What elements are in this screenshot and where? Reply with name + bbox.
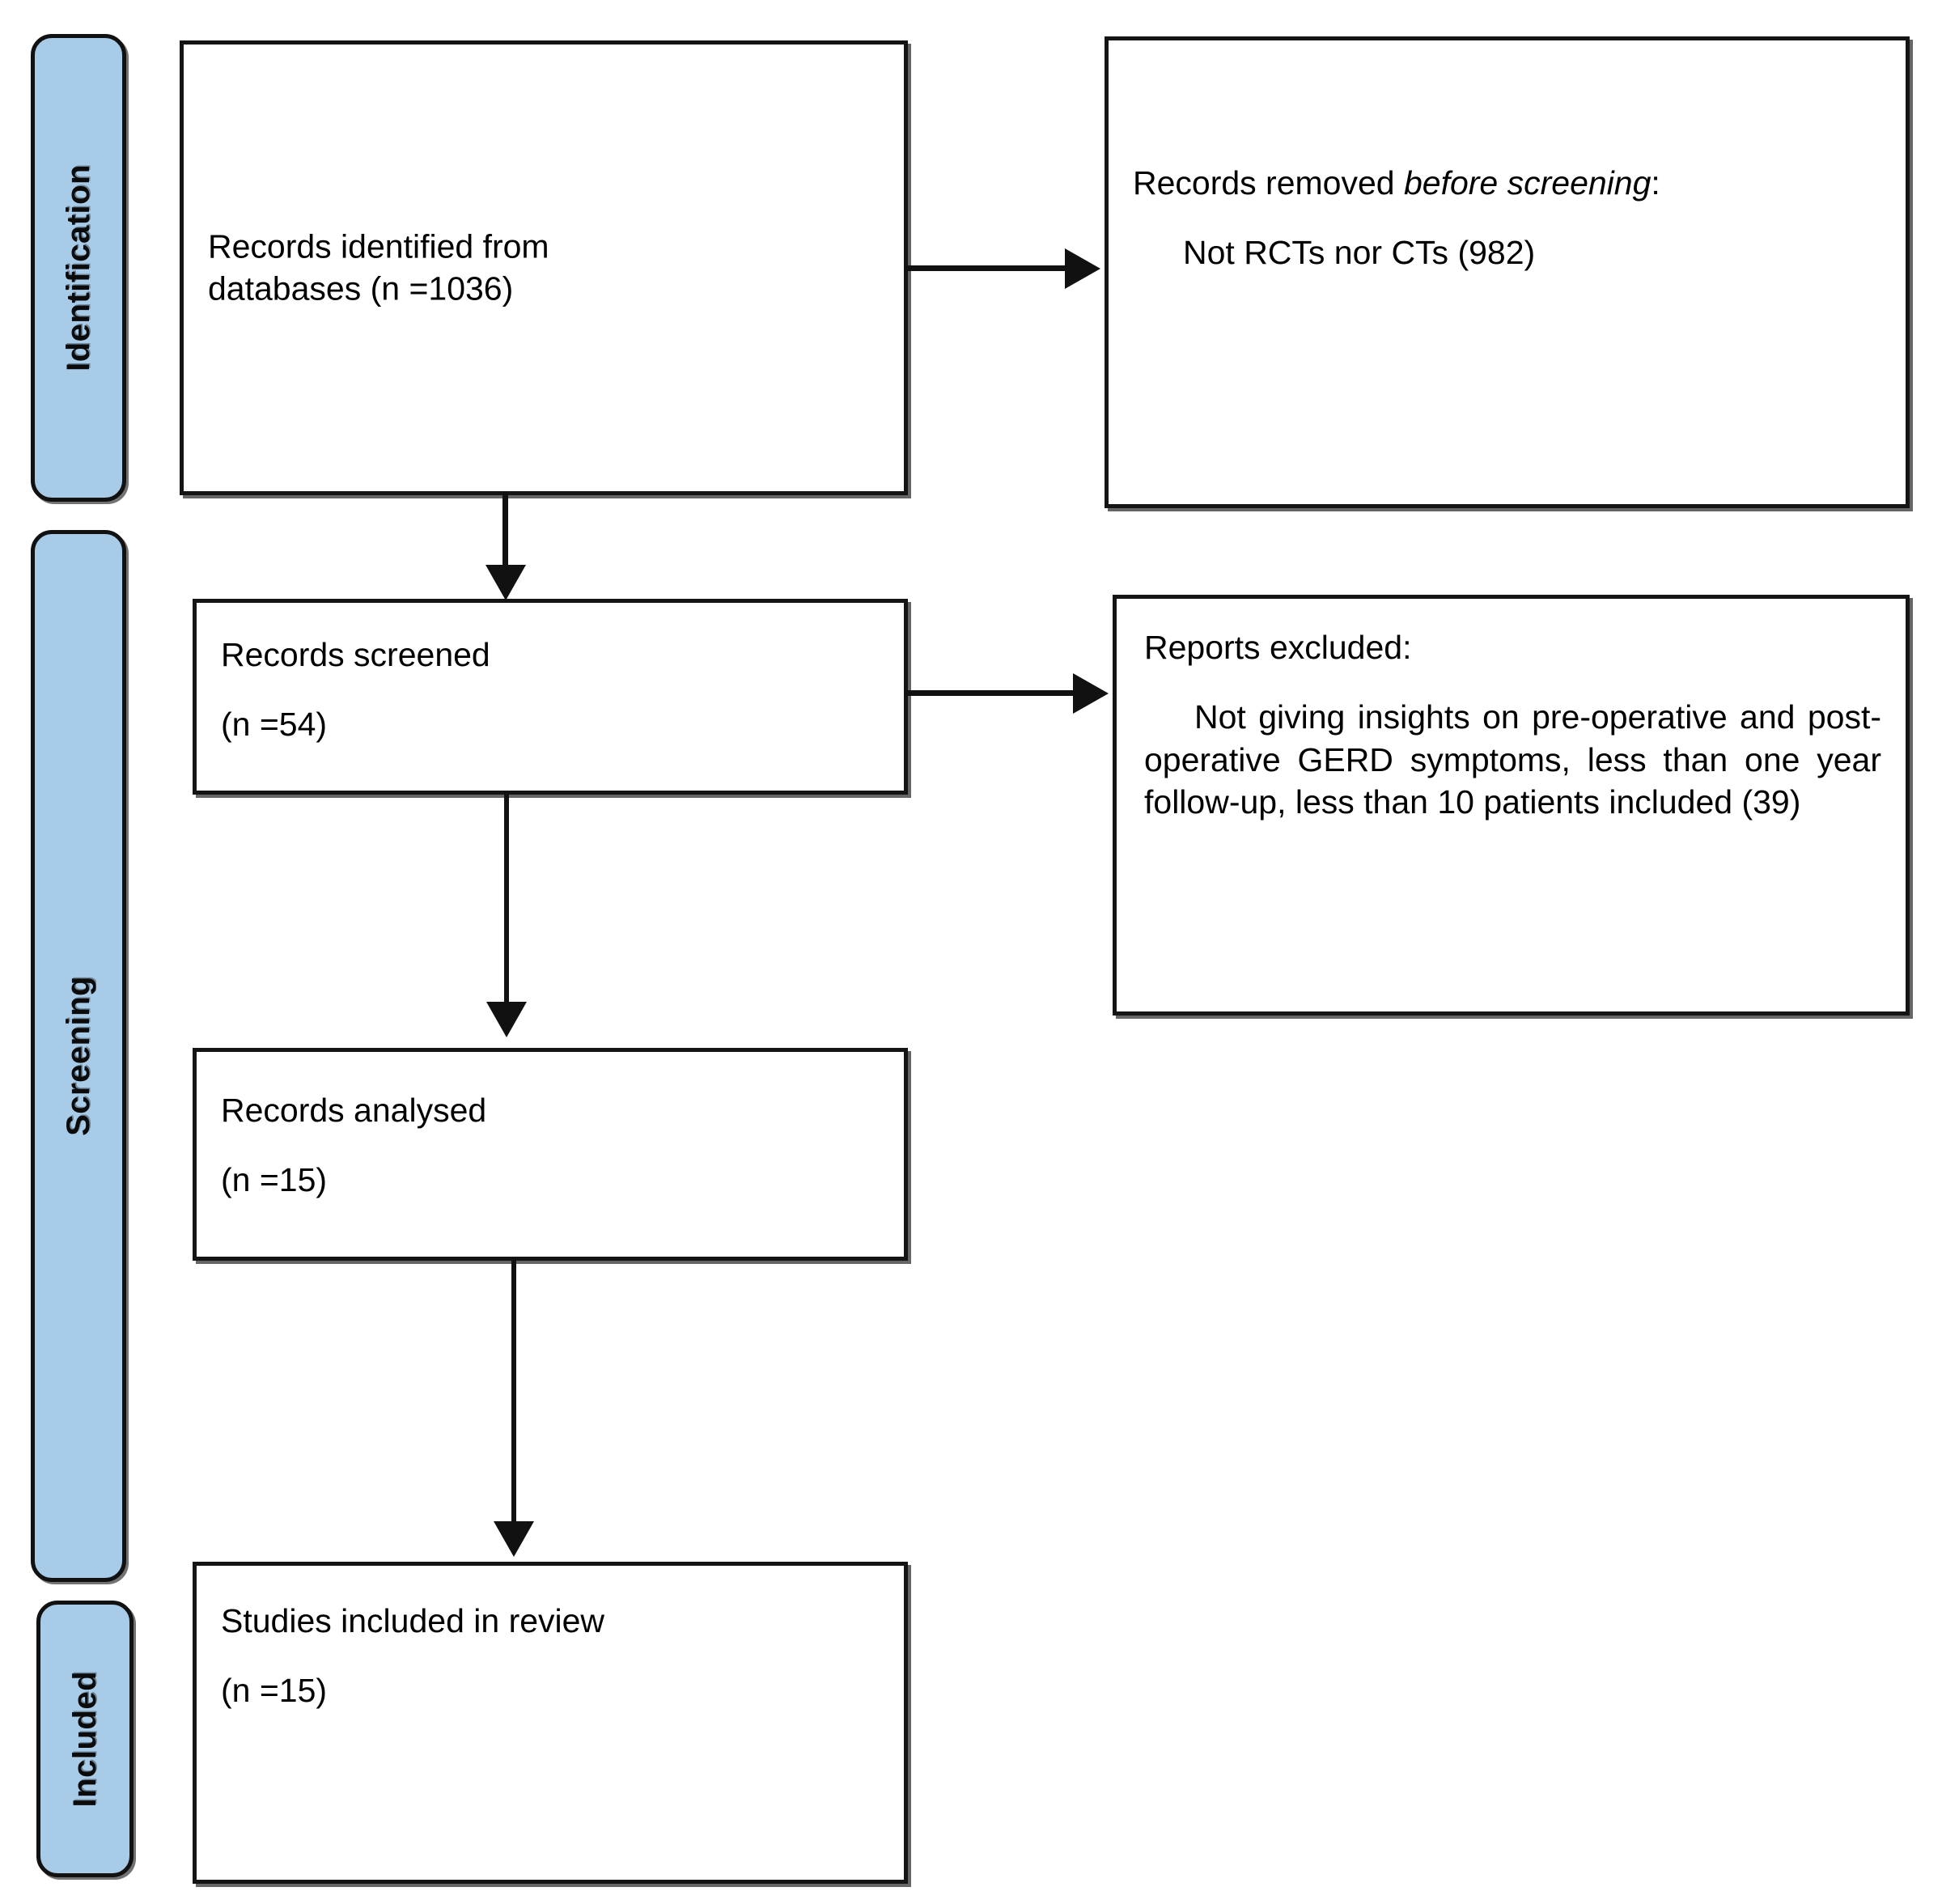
records-removed-heading: Records removed before screening: (1133, 162, 1885, 204)
phase-bar-screening: Screening (31, 530, 126, 1582)
records-identified-line1: Records identified from (208, 227, 549, 265)
records-removed-reason: Not RCTs nor CTs (982) (1183, 234, 1536, 272)
box-records-removed-text: Records removed before screening: Not RC… (1133, 162, 1885, 274)
records-analysed-line2: (n =15) (221, 1161, 328, 1199)
records-removed-suffix: : (1651, 164, 1660, 201)
records-removed-prefix: Records removed (1133, 164, 1404, 201)
connector-identified-to-screened-arrowhead (486, 565, 526, 600)
records-removed-italic: before screening (1403, 164, 1652, 201)
box-records-screened: Records screened (n =54) (193, 599, 908, 795)
phase-bar-included: Included (36, 1601, 134, 1877)
phase-label-identification: Identification (60, 164, 96, 371)
connector-screened-to-analysed-arrowhead (486, 1002, 527, 1037)
connector-screened-to-excluded-line (905, 690, 1075, 696)
connector-identified-to-removed-line (905, 265, 1066, 271)
box-records-removed: Records removed before screening: Not RC… (1105, 36, 1910, 508)
box-reports-excluded: Reports excluded: Not giving insights on… (1113, 595, 1910, 1016)
records-identified-line2: databases (n =1036) (208, 270, 514, 307)
records-analysed-line1: Records analysed (221, 1092, 487, 1129)
box-studies-included-text: Studies included in review (n =15) (221, 1600, 883, 1712)
connector-screened-to-analysed-line (504, 791, 509, 1005)
records-screened-line2: (n =54) (221, 706, 328, 744)
connector-screened-to-excluded-arrowhead (1073, 673, 1109, 714)
box-records-screened-text: Records screened (n =54) (221, 634, 883, 746)
phase-bar-identification: Identification (31, 34, 126, 502)
box-reports-excluded-text: Reports excluded: Not giving insights on… (1144, 626, 1881, 824)
records-screened-line1: Records screened (221, 636, 490, 673)
reports-excluded-heading: Reports excluded: (1144, 629, 1412, 666)
studies-included-line2: (n =15) (221, 1672, 328, 1710)
reports-excluded-reasons: Not giving insights on pre-operative and… (1144, 698, 1881, 821)
box-records-identified: Records identified from databases (n =10… (180, 40, 908, 495)
box-records-analysed-text: Records analysed (n =15) (221, 1089, 883, 1202)
connector-analysed-to-included-arrowhead (494, 1521, 534, 1557)
box-records-identified-text: Records identified from databases (n =10… (208, 226, 883, 311)
connector-analysed-to-included-line (511, 1257, 516, 1524)
box-studies-included: Studies included in review (n =15) (193, 1562, 908, 1884)
phase-label-screening: Screening (60, 976, 96, 1136)
studies-included-line1: Studies included in review (221, 1602, 605, 1639)
phase-label-included: Included (66, 1670, 103, 1808)
connector-identified-to-screened-line (502, 492, 508, 570)
connector-identified-to-removed-arrowhead (1065, 248, 1100, 289)
box-records-analysed: Records analysed (n =15) (193, 1048, 908, 1261)
